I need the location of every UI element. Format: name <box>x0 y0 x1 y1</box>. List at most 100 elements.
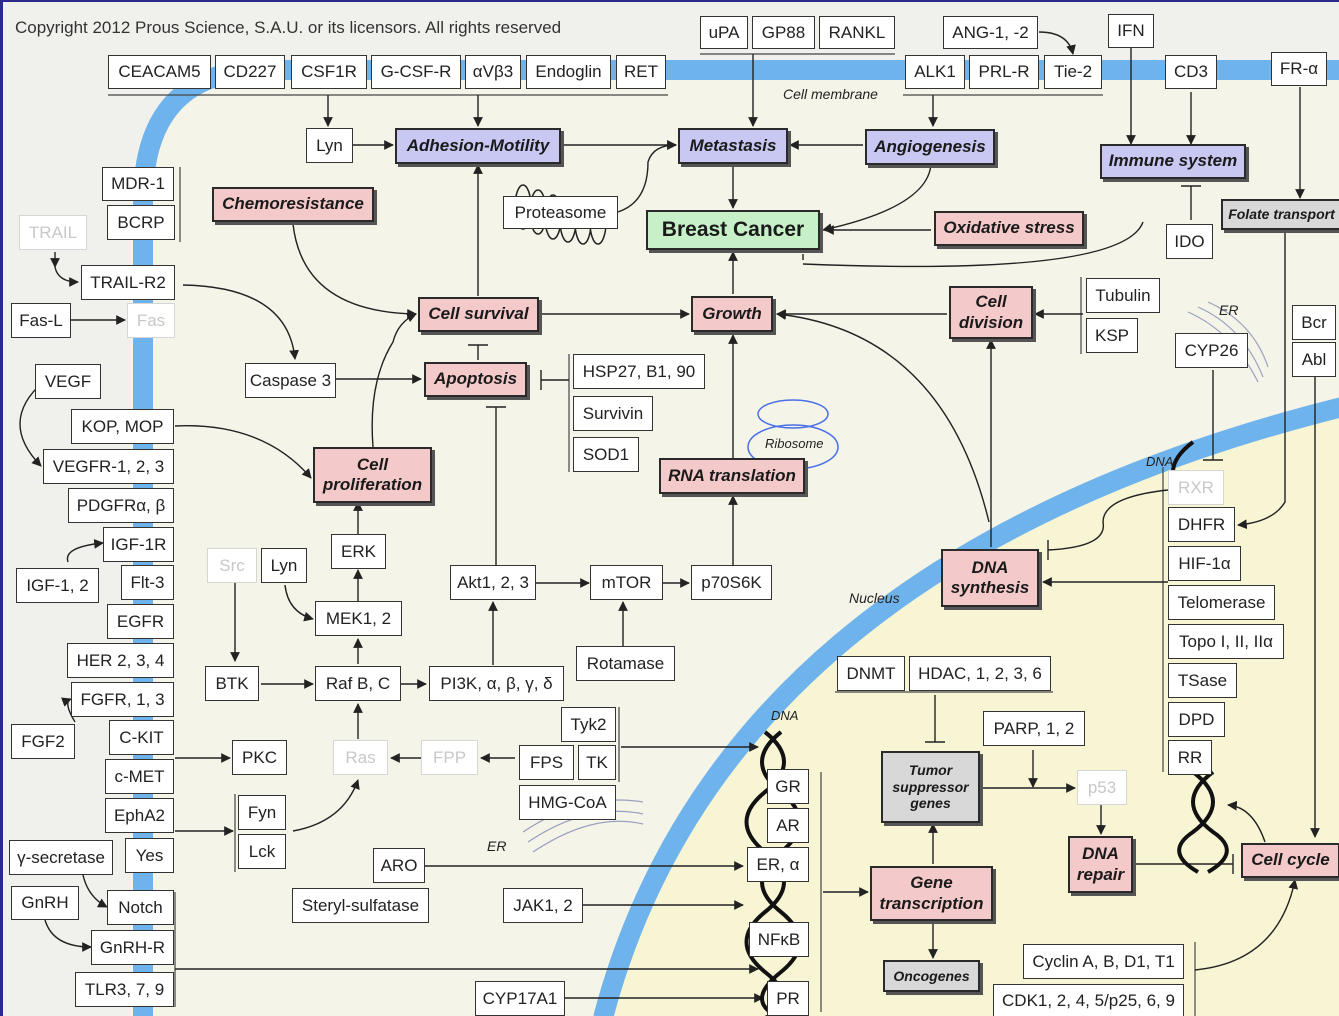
node-fas: Fas <box>127 303 175 338</box>
node-trail: TRAIL <box>19 215 87 250</box>
node-abl: Abl <box>1292 342 1336 377</box>
node-p70s6k: p70S6K <box>691 565 772 600</box>
node-trailr2: TRAIL-R2 <box>81 265 175 300</box>
node-hif: HIF-1α <box>1168 546 1241 581</box>
er-label-bottom: ER <box>487 838 507 854</box>
node-raf: Raf B, C <box>315 666 401 701</box>
node-hmgcoa: HMG-CoA <box>519 785 616 820</box>
node-jak: JAK1, 2 <box>503 888 583 923</box>
process-cell-division: Cell division <box>949 286 1033 339</box>
node-fps: FPS <box>519 745 574 780</box>
node-tsase: TSase <box>1168 663 1237 698</box>
node-ido: IDO <box>1166 224 1213 259</box>
node-tubulin: Tubulin <box>1086 278 1160 313</box>
node-cyp26: CYP26 <box>1175 333 1248 368</box>
node-dnmt: DNMT <box>837 656 905 691</box>
process-oxidative-stress: Oxidative stress <box>934 211 1084 246</box>
node-steryl: Steryl-sulfatase <box>292 888 429 923</box>
node-epha2: EphA2 <box>105 798 174 833</box>
node-ret: RET <box>616 55 666 89</box>
process-cell-survival: Cell survival <box>418 297 539 332</box>
node-bcrp: BCRP <box>107 205 175 240</box>
node-gcsfr: G-CSF-R <box>371 55 461 89</box>
node-cdk: CDK1, 2, 4, 5/p25, 6, 9 <box>993 984 1184 1016</box>
node-p53: p53 <box>1077 770 1127 805</box>
node-caspase3: Caspase 3 <box>245 363 336 398</box>
node-her: HER 2, 3, 4 <box>67 643 174 678</box>
process-immune-system: Immune system <box>1100 144 1246 179</box>
dna-label-right: DNA <box>1146 454 1174 469</box>
cell-membrane-label: Cell membrane <box>783 86 878 102</box>
copyright-notice: Copyright 2012 Prous Science, S.A.U. or … <box>15 18 562 37</box>
node-tyk2: Tyk2 <box>561 707 616 742</box>
node-tlr: TLR3, 7, 9 <box>75 972 174 1007</box>
process-cell-proliferation: Cell proliferation <box>313 447 432 503</box>
node-er: ER, α <box>747 847 809 882</box>
node-mtor: mTOR <box>590 565 663 600</box>
node-pi3k: PI3K, α, β, γ, δ <box>429 666 564 701</box>
node-hdac: HDAC, 1, 2, 3, 6 <box>909 656 1051 691</box>
process-metastasis: Metastasis <box>678 128 788 164</box>
ribosome-label: Ribosome <box>765 436 824 451</box>
node-csf1r: CSF1R <box>291 55 367 89</box>
node-cyclin: Cyclin A, B, D1, T1 <box>1023 944 1184 979</box>
node-endoglin: Endoglin <box>526 55 611 89</box>
process-dna-repair: DNA repair <box>1068 836 1133 893</box>
node-mek: MEK1, 2 <box>315 601 402 636</box>
node-akt: Akt1, 2, 3 <box>450 565 536 600</box>
process-oncogenes: Oncogenes <box>883 960 980 992</box>
node-igf12: IGF-1, 2 <box>16 568 99 603</box>
node-topo: Topo I, II, IIα <box>1168 624 1284 659</box>
node-cmet: c-MET <box>105 759 174 794</box>
node-gnrh: GnRH <box>11 886 79 920</box>
process-breast-cancer: Breast Cancer <box>646 210 820 250</box>
node-alk1: ALK1 <box>905 55 965 89</box>
node-pkc: PKC <box>232 740 287 775</box>
node-dpd: DPD <box>1168 702 1225 737</box>
process-growth: Growth <box>691 296 773 332</box>
node-nfkb: NFκB <box>749 922 809 957</box>
node-kopmop: KOP, MOP <box>71 409 174 444</box>
node-tie2: Tie-2 <box>1044 55 1102 89</box>
process-tumor-suppressor-genes: Tumor suppressor genes <box>881 751 980 823</box>
node-parp: PARP, 1, 2 <box>983 711 1085 746</box>
node-cyp17: CYP17A1 <box>475 981 565 1016</box>
nucleus-label: Nucleus <box>849 590 900 606</box>
node-lyn-top: Lyn <box>306 128 353 163</box>
er-label-top: ER <box>1219 302 1239 318</box>
node-cd3: CD3 <box>1165 55 1217 89</box>
node-mdr1: MDR-1 <box>102 167 174 201</box>
node-survivin: Survivin <box>573 396 653 431</box>
node-proteasome: Proteasome <box>503 196 618 229</box>
node-vegf: VEGF <box>35 364 101 399</box>
node-src: Src <box>207 548 257 583</box>
process-apoptosis: Apoptosis <box>424 362 527 397</box>
node-upa: uPA <box>700 16 748 49</box>
node-sod1: SOD1 <box>573 437 639 472</box>
node-igf1r: IGF-1R <box>103 527 174 562</box>
node-ras: Ras <box>333 740 388 775</box>
node-rotamase: Rotamase <box>576 646 675 681</box>
node-rr: RR <box>1168 740 1212 775</box>
node-ang: ANG-1, -2 <box>943 16 1038 49</box>
node-gnrhr: GnRH-R <box>91 930 174 965</box>
node-cd227: CD227 <box>215 55 285 89</box>
node-fgfr: FGFR, 1, 3 <box>71 682 174 717</box>
node-rxr: RXR <box>1168 470 1224 505</box>
node-egfr: EGFR <box>107 604 174 639</box>
process-angiogenesis: Angiogenesis <box>865 129 995 165</box>
node-yes: Yes <box>125 838 174 873</box>
node-prlr: PRL-R <box>969 55 1039 89</box>
node-fasl: Fas-L <box>11 303 71 338</box>
node-telomerase: Telomerase <box>1168 585 1275 620</box>
process-gene-transcription: Gene transcription <box>870 866 993 921</box>
node-aro: ARO <box>373 848 425 883</box>
node-fyn: Fyn <box>238 795 286 830</box>
node-rankl: RANKL <box>819 16 895 49</box>
node-ceacam5: CEACAM5 <box>108 55 211 89</box>
node-fgf2: FGF2 <box>11 724 75 759</box>
node-ifn: IFN <box>1108 14 1154 48</box>
node-pr: PR <box>767 981 809 1016</box>
node-gsecretase: γ-secretase <box>9 840 113 875</box>
